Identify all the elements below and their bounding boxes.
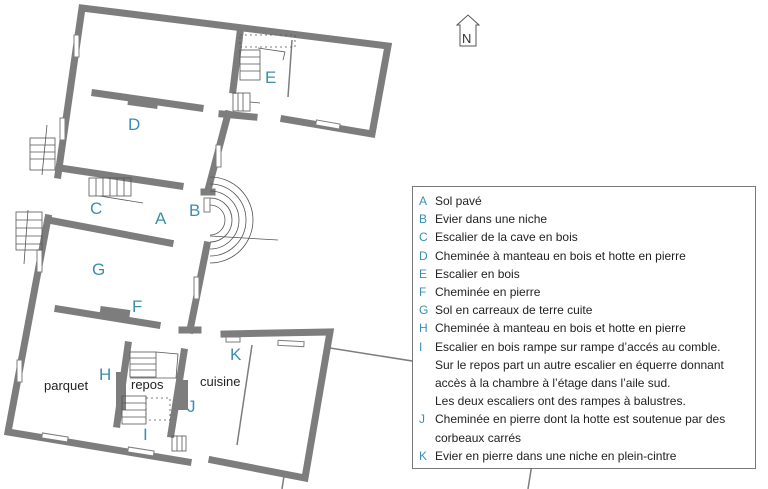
west-south-wall — [3, 213, 193, 467]
stairs-e — [232, 34, 296, 112]
legend-key: E — [419, 266, 428, 281]
window — [73, 34, 80, 58]
steps-semicircle — [209, 176, 279, 264]
room-parquet: parquet — [44, 378, 88, 393]
chimney-d — [127, 95, 159, 110]
window — [215, 144, 222, 168]
sink-k — [225, 336, 241, 343]
legend-item: I Escalier en bois rampe sur rampe d’accé… — [419, 338, 755, 411]
chimney-f — [99, 305, 131, 319]
legend-text: Cheminée à manteau en bois et hotte en p… — [435, 321, 686, 336]
label-b: B — [189, 201, 200, 220]
legend-item: B Evier dans une niche — [419, 210, 755, 228]
legend-key: K — [419, 448, 428, 463]
label-i: I — [143, 425, 148, 444]
legend-text: Sol en carreaux de terre cuite — [435, 303, 593, 318]
label-d: D — [128, 115, 140, 134]
legend-item: A Sol pavé — [419, 192, 755, 210]
legend-text: Cheminée à manteau en bois et hotte en p… — [435, 248, 686, 263]
label-a: A — [155, 209, 167, 228]
leader-line — [281, 475, 285, 489]
label-f: F — [132, 297, 142, 316]
legend-item: J Cheminée en pierre dont la hotte est so… — [419, 410, 755, 446]
wall — [43, 215, 175, 248]
legend-key: I — [419, 339, 423, 354]
legend-key: C — [419, 230, 428, 245]
legend-item: K Evier en pierre dans une niche en plein… — [419, 447, 755, 465]
north-label: N — [462, 31, 471, 46]
north-arrow-icon: N — [455, 14, 481, 47]
legend-item: H Cheminée à manteau en bois et hotte en … — [419, 319, 755, 337]
legend-item: G Sol en carreaux de terre cuite — [419, 301, 755, 319]
legend-item: F Cheminée en pierre — [419, 283, 755, 301]
window — [41, 432, 69, 443]
chimney-wall-f — [53, 304, 162, 330]
legend-text: Escalier de la cave en bois — [435, 230, 578, 245]
partition — [287, 39, 293, 98]
kitchen-wall — [207, 328, 335, 483]
chimney-j — [178, 380, 188, 410]
stairs-west-upper — [29, 124, 56, 176]
label-k: K — [230, 345, 242, 364]
partition — [236, 344, 253, 446]
label-e: E — [265, 68, 276, 87]
window — [193, 276, 200, 300]
legend-key: B — [419, 212, 428, 227]
window — [36, 249, 43, 273]
legend-text: Escalier en bois rampe sur rampe d’accés… — [435, 339, 724, 409]
stair-e-wall — [229, 29, 244, 94]
legend-text: Cheminée en pierre — [435, 285, 541, 300]
room-cuisine: cuisine — [200, 374, 240, 389]
wall-j — [166, 347, 189, 439]
label-g: G — [92, 260, 105, 279]
legend-key: A — [419, 194, 428, 208]
window — [59, 117, 66, 141]
window — [277, 339, 305, 348]
window — [315, 119, 341, 130]
legend-key: D — [419, 248, 428, 263]
legend-text: Cheminée en pierre dont la hotte est sou… — [435, 412, 726, 445]
label-j: J — [187, 397, 196, 416]
window — [16, 359, 23, 383]
stairs-west-lower — [15, 209, 43, 265]
legend-item: C Escalier de la cave en bois — [419, 228, 755, 246]
room-repos: repos — [131, 377, 164, 392]
label-h: H — [99, 365, 111, 384]
legend-key: G — [419, 303, 429, 318]
chimney-h — [116, 372, 126, 410]
sink-b — [203, 197, 211, 213]
legend-key: J — [419, 412, 425, 427]
stairs-i — [121, 351, 187, 452]
legend-text: Evier en pierre dans une niche en plein-… — [435, 448, 677, 463]
legend-item: D Cheminée à manteau en bois et hotte en … — [419, 247, 755, 265]
legend-item: E Escalier en bois — [419, 265, 755, 283]
label-c: C — [90, 199, 102, 218]
stairs-c — [88, 177, 144, 204]
legend-text: Escalier en bois — [435, 266, 520, 281]
window — [127, 446, 155, 457]
legend-key: H — [419, 321, 428, 336]
legend-key: F — [419, 285, 427, 300]
legend-text: Evier dans une niche — [435, 212, 548, 227]
legend-text: Sol pavé — [435, 194, 482, 208]
wall — [56, 164, 184, 190]
north-wall — [54, 4, 393, 179]
